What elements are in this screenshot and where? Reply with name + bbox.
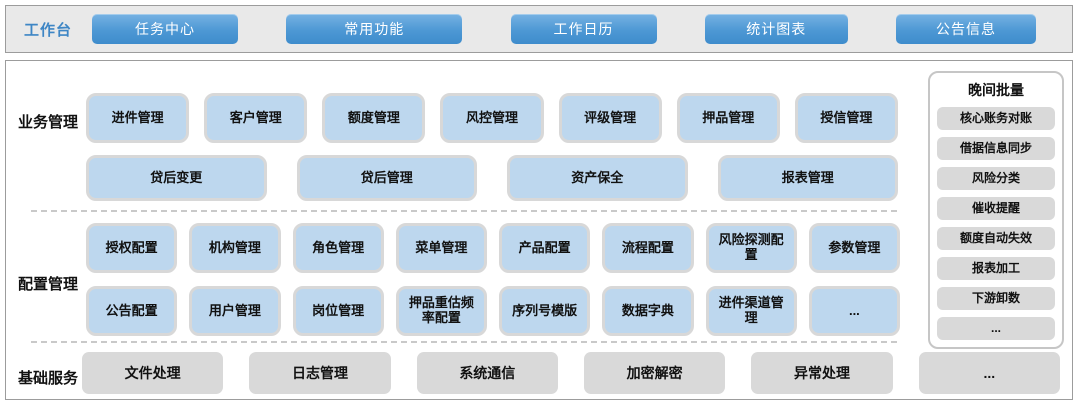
module-tile: 报表管理 [717,155,898,201]
module-tile: 用户管理 [189,286,281,336]
business-row-2: 贷后变更 贷后管理 资产保全 报表管理 [86,155,898,201]
module-tile: 参数管理 [808,223,900,273]
module-tile: 序列号模版 [499,286,591,336]
section-divider [31,210,897,212]
module-tile: 贷后管理 [296,155,477,201]
workbench-button-work-calendar: 工作日历 [510,14,657,44]
section-divider [31,341,897,343]
service-tile: 系统通信 [416,352,558,394]
module-tile: 产品配置 [499,223,591,273]
module-tile: 公告配置 [86,286,178,336]
module-tile: 机构管理 [189,223,281,273]
section-label-business-management: 业务管理 [18,114,79,131]
service-tile: 异常处理 [751,352,893,394]
night-batch-item: 借据信息同步 [937,137,1055,160]
section-label-config-management: 配置管理 [18,276,79,293]
config-row-1: 授权配置 机构管理 角色管理 菜单管理 产品配置 流程配置 风险探测配置 参数管… [86,223,900,273]
module-tile: 评级管理 [558,93,662,143]
workbench-button-announcements: 公告信息 [896,14,1036,44]
module-tile: 流程配置 [602,223,694,273]
module-tile: 授信管理 [794,93,898,143]
module-tile: 进件管理 [86,93,190,143]
module-tile: 授权配置 [86,223,178,273]
service-tile: 文件处理 [82,352,224,394]
module-tile: 风险探测配置 [705,223,797,273]
module-tile: 押品管理 [676,93,780,143]
night-batch-item-ellipsis: ... [937,317,1055,340]
night-batch-item: 报表加工 [937,257,1055,280]
module-tile: 岗位管理 [292,286,384,336]
module-tile: 菜单管理 [395,223,487,273]
service-tile: 加密解密 [583,352,726,394]
night-batch-item: 下游卸数 [937,287,1055,310]
service-tile: 日志管理 [249,352,391,394]
workbench-button-group: 任务中心 常用功能 工作日历 统计图表 公告信息 [92,14,1036,44]
module-tile: 数据字典 [602,286,694,336]
night-batch-title: 晚间批量 [968,82,1024,98]
module-tile: 押品重估频率配置 [395,286,487,336]
section-label-base-services: 基础服务 [18,370,79,387]
night-batch-item: 额度自动失效 [937,227,1055,250]
module-tile: 角色管理 [292,223,384,273]
night-batch-item: 催收提醒 [937,197,1055,220]
module-tile: 进件渠道管理 [705,286,797,336]
workbench-button-statistics-charts: 统计图表 [704,14,848,44]
workbench-button-task-center: 任务中心 [92,14,238,44]
base-services-row: 文件处理 日志管理 系统通信 加密解密 异常处理 ... [82,352,1060,394]
night-batch-panel: 晚间批量 核心账务对账 借据信息同步 风险分类 催收提醒 额度自动失效 报表加工… [928,71,1064,349]
workbench-bar: 工作台 任务中心 常用功能 工作日历 统计图表 公告信息 [5,5,1073,53]
workbench-label: 工作台 [24,21,73,39]
night-batch-item: 核心账务对账 [937,107,1055,130]
module-tile: 额度管理 [322,93,426,143]
workbench-button-common-functions: 常用功能 [286,14,463,44]
night-batch-item: 风险分类 [937,167,1055,190]
module-tile: 风控管理 [440,93,544,143]
business-row-1: 进件管理 客户管理 额度管理 风控管理 评级管理 押品管理 授信管理 [86,93,898,143]
service-tile-ellipsis: ... [918,352,1060,394]
module-tile: 资产保全 [507,155,688,201]
module-tile: 贷后变更 [86,155,267,201]
main-frame: 业务管理 配置管理 基础服务 进件管理 客户管理 额度管理 风控管理 评级管理 … [5,60,1073,400]
module-tile-ellipsis: ... [808,286,900,336]
config-row-2: 公告配置 用户管理 岗位管理 押品重估频率配置 序列号模版 数据字典 进件渠道管… [86,286,900,336]
module-tile: 客户管理 [204,93,308,143]
